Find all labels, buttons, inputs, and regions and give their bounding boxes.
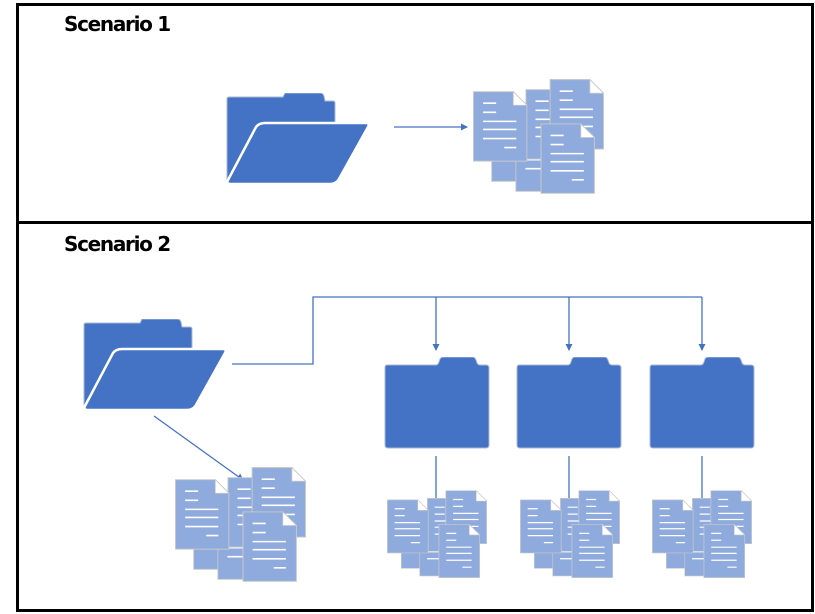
subfolder-2-icon xyxy=(516,357,622,449)
subfolder-3-documents-icon xyxy=(652,491,751,578)
subfolder-2-documents-icon xyxy=(520,491,619,578)
scenario-2-branch-connector xyxy=(232,296,702,365)
scenario-1-title: Scenario 1 xyxy=(64,12,171,36)
scenario-2-source-documents-icon xyxy=(176,468,306,582)
scenario-2-source-documents-arrow xyxy=(153,415,244,481)
subfolder-1-icon xyxy=(384,357,490,449)
subfolder-3-icon xyxy=(649,357,755,449)
scenario-1-panel xyxy=(16,3,814,224)
scenario-2-source-open-folder-icon xyxy=(82,319,227,411)
scenario-1-documents-icon xyxy=(474,80,604,194)
scenario-1-source-open-folder-icon xyxy=(225,93,370,185)
subfolder-1-documents-icon xyxy=(387,491,486,578)
scenario-2-title: Scenario 2 xyxy=(64,232,171,256)
